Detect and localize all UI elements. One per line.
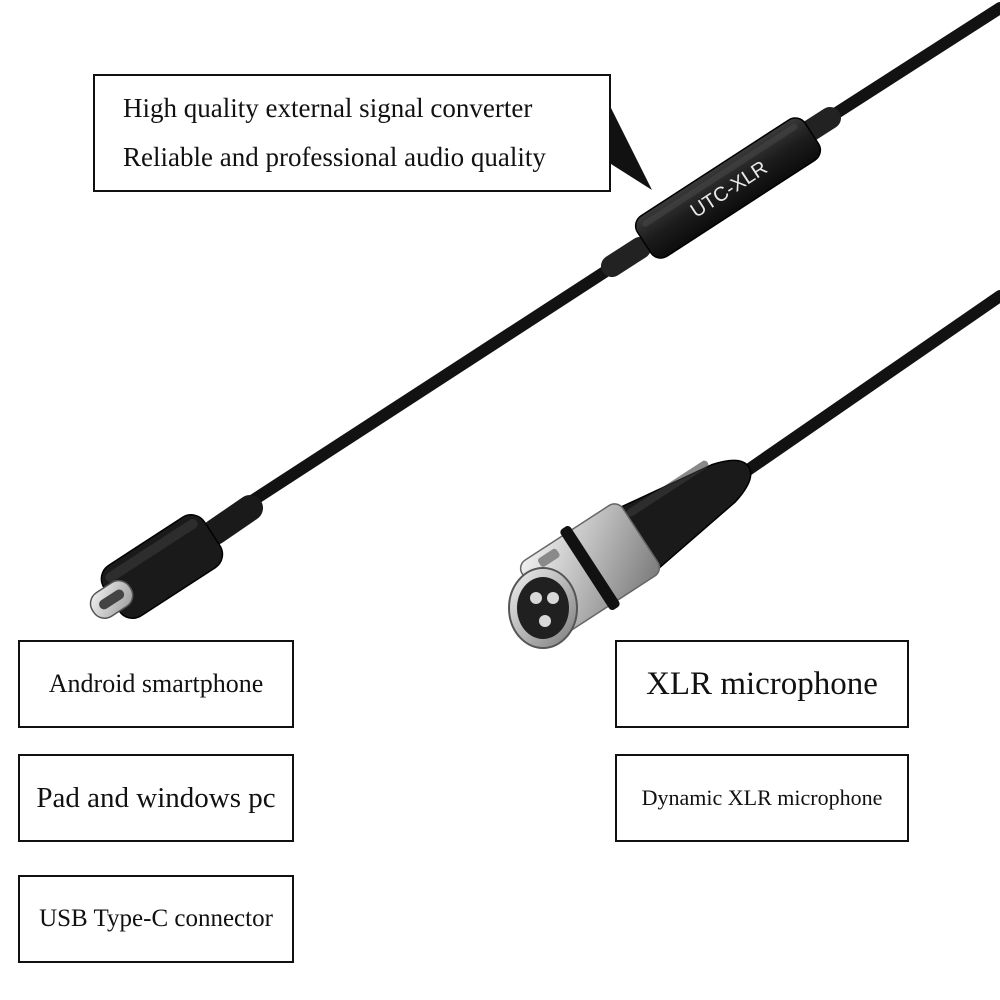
label-xlr-text: XLR microphone xyxy=(646,665,878,702)
label-dynamic-text: Dynamic XLR microphone xyxy=(641,785,883,810)
xlr-cable xyxy=(742,290,1000,476)
usb-cable xyxy=(229,2,1000,518)
converter-box: UTC-XLR xyxy=(634,117,822,259)
feature-callout: High quality external signal converter R… xyxy=(93,74,611,192)
usb-c-plug xyxy=(89,495,263,619)
label-xlr-microphone: XLR microphone xyxy=(615,640,909,728)
label-android-text: Android smartphone xyxy=(48,669,264,698)
label-dynamic-xlr-microphone: Dynamic XLR microphone xyxy=(615,754,909,842)
callout-line-2: Reliable and professional audio quality xyxy=(123,142,546,172)
label-pad-text: Pad and windows pc xyxy=(36,781,276,814)
label-usb-type-c: USB Type-C connector xyxy=(18,875,294,963)
label-usb-text: USB Type-C connector xyxy=(39,905,273,932)
label-pad-windows-pc: Pad and windows pc xyxy=(18,754,294,842)
callout-pointer xyxy=(611,108,652,190)
callout-line-1: High quality external signal converter xyxy=(123,93,533,123)
xlr-connector xyxy=(508,459,752,649)
label-android-smartphone: Android smartphone xyxy=(18,640,294,728)
